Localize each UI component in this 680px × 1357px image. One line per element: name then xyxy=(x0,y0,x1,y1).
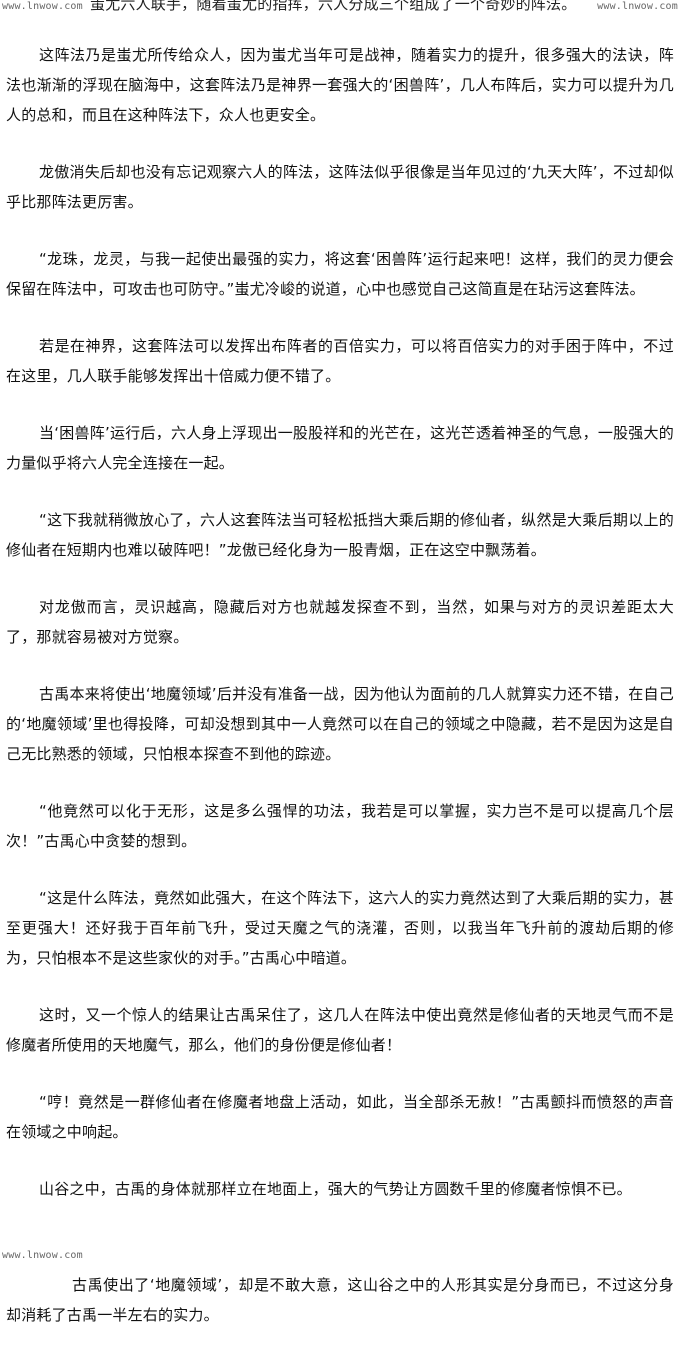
paragraph: 古禹本来将使出‘地魔领域’后并没有准备一战，因为他认为面前的几人就算实力还不错，… xyxy=(6,685,674,763)
paragraph: “这是什么阵法，竟然如此强大，在这个阵法下，这六人的实力竟然达到了大乘后期的实力… xyxy=(6,889,674,967)
paragraph: 当‘困兽阵’运行后，六人身上浮现出一股股祥和的光芒在，这光芒透着神圣的气息，一股… xyxy=(6,424,674,472)
watermark-top-left: www.lnwow.com xyxy=(2,1,83,12)
cut-off-top-line: 蚩尤六人联手，随着蚩尤的指挥，六人分成三个组成了一个奇妙的阵法。 xyxy=(90,0,577,13)
paragraph: 这时，又一个惊人的结果让古禹呆住了，这几人在阵法中使出竟然是修仙者的天地灵气而不… xyxy=(6,1006,674,1054)
paragraph: 这阵法乃是蚩尤所传给众人，因为蚩尤当年可是战神，随着实力的提升，很多强大的法诀，… xyxy=(6,46,674,124)
paragraph: 古禹使出了‘地魔领域’，却是不敢大意，这山谷之中的人形其实是分身而已，不过这分身… xyxy=(6,1276,674,1324)
paragraph: 若是在神界，这套阵法可以发挥出布阵者的百倍实力，可以将百倍实力的对手困于阵中，不… xyxy=(6,337,674,385)
paragraph: “龙珠，龙灵，与我一起使出最强的实力，将这套‘困兽阵’运行起来吧！这样，我们的灵… xyxy=(6,250,674,298)
paragraph: “这下我就稍微放心了，六人这套阵法当可轻松抵挡大乘后期的修仙者，纵然是大乘后期以… xyxy=(6,511,674,559)
chapter-body: 这阵法乃是蚩尤所传给众人，因为蚩尤当年可是战神，随着实力的提升，很多强大的法诀，… xyxy=(6,40,674,1357)
document-page: www.lnwow.com www.lnwow.com 蚩尤六人联手，随着蚩尤的… xyxy=(2,0,678,1324)
watermark-top-right: www.lnwow.com xyxy=(597,1,678,12)
paragraph: 山谷之中，古禹的身体就那样立在地面上，强大的气势让方圆数千里的修魔者惊惧不已。 xyxy=(39,1180,632,1198)
paragraph: “他竟然可以化于无形，这是多么强悍的功法，我若是可以掌握，实力岂不是可以提高几个… xyxy=(6,802,674,850)
paragraph: 对龙傲而言，灵识越高，隐藏后对方也就越发探查不到，当然，如果与对方的灵识差距太大… xyxy=(6,598,674,646)
paragraph: 龙傲消失后却也没有忘记观察六人的阵法，这阵法似乎很像是当年见过的‘九天大阵’，不… xyxy=(6,163,674,211)
watermark-bottom-left: www.lnwow.com xyxy=(2,1250,83,1261)
paragraph: “哼！竟然是一群修仙者在修魔者地盘上活动，如此，当全部杀无赦！”古禹颤抖而愤怒的… xyxy=(6,1093,674,1141)
